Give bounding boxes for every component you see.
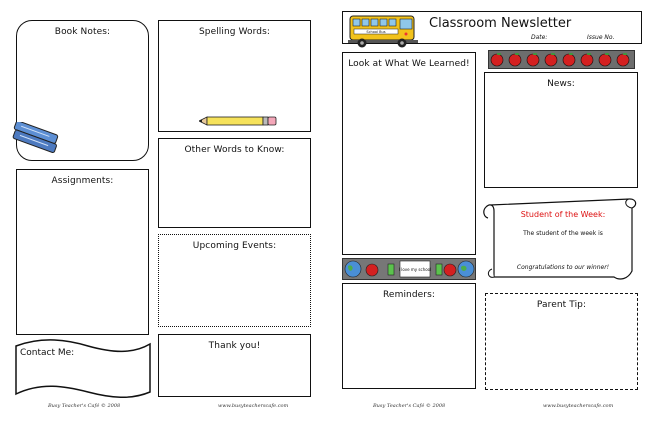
- assignments-title: Assignments:: [51, 176, 114, 186]
- apples-decoration: [490, 53, 630, 67]
- right-footer-url: www.busyteacherscafe.com: [543, 403, 614, 409]
- assignments-box: Assignments:: [16, 169, 149, 335]
- school-banner-text: I love my school: [399, 267, 431, 272]
- upcoming-events-title: Upcoming Events:: [192, 241, 277, 251]
- books-icon: [12, 122, 59, 153]
- thank-you-title: Thank you!: [208, 341, 261, 351]
- date-label: Date:: [531, 34, 548, 41]
- bus-sign-label: School Bus: [366, 30, 385, 34]
- student-of-week-text: The student of the week is: [523, 230, 603, 237]
- left-footer-copyright: Busy Teacher's Café © 2008: [48, 403, 121, 409]
- look-at-learned-box: Look at What We Learned!: [342, 52, 476, 255]
- other-words-box: Other Words to Know:: [158, 138, 311, 228]
- left-footer-url: www.busyteacherscafe.com: [218, 403, 289, 409]
- apple-strip-top: [488, 50, 635, 69]
- right-footer-copyright: Busy Teacher's Café © 2008: [373, 403, 446, 409]
- news-box: News:: [484, 72, 638, 188]
- contact-me-box: [15, 339, 151, 399]
- school-banner-decoration: I love my school: [344, 260, 475, 278]
- reminders-box: Reminders:: [342, 283, 476, 389]
- left-page: Book Notes: Spelling Words: Other Words …: [12, 20, 311, 409]
- parent-tip-box: Parent Tip:: [485, 293, 638, 390]
- parent-tip-title: Parent Tip:: [536, 300, 587, 310]
- student-of-week-scroll: [483, 198, 637, 280]
- spelling-words-box: Spelling Words:: [158, 20, 311, 132]
- book-notes-title: Book Notes:: [54, 27, 111, 37]
- school-bus-icon: School Bus: [348, 15, 418, 48]
- student-of-week-congrats: Congratulations to our winner!: [516, 264, 610, 271]
- pencil-icon: [199, 116, 277, 126]
- student-of-week-content: Student of the Week: The student of the …: [494, 200, 632, 280]
- right-page: Classroom Newsletter Date: Issue No. Sch…: [325, 0, 650, 421]
- upcoming-events-box: Upcoming Events:: [158, 234, 311, 327]
- newsletter-title: Classroom Newsletter: [429, 16, 572, 31]
- reminders-title: Reminders:: [382, 290, 436, 300]
- look-at-learned-title: Look at What We Learned!: [348, 59, 470, 69]
- other-words-title: Other Words to Know:: [184, 145, 285, 155]
- thank-you-box: Thank you!: [158, 334, 311, 397]
- issue-label: Issue No.: [587, 34, 615, 41]
- spelling-words-title: Spelling Words:: [198, 27, 271, 37]
- news-title: News:: [547, 79, 575, 89]
- student-of-week-title: Student of the Week:: [520, 210, 606, 219]
- contact-me-title: Contact Me:: [20, 348, 75, 358]
